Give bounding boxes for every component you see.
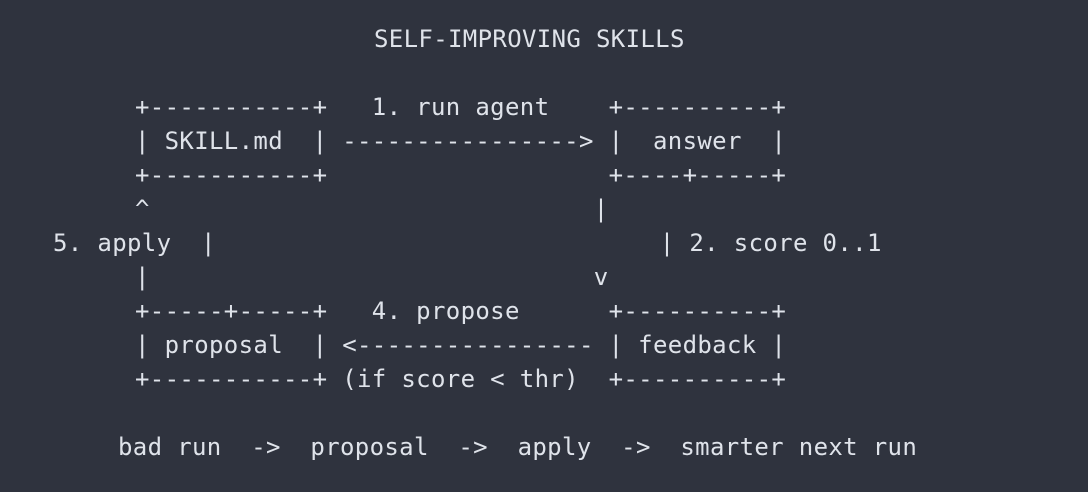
line-proposal-feedback: | proposal | <---------------- | feedbac… (135, 331, 787, 359)
diagram-title: SELF-IMPROVING SKILLS (374, 25, 685, 53)
line-box-bottom-1: +-----------+ +----+-----+ (135, 161, 787, 189)
line-box-bottom-2: +-----------+ (if score < thr) +--------… (135, 365, 787, 393)
ascii-diagram: SELF-IMPROVING SKILLS +-----------+ 1. r… (0, 0, 917, 461)
line-box-top-1: +-----------+ 1. run agent +----------+ (135, 93, 787, 121)
line-skill-answer: | SKILL.md | ----------------> | answer … (135, 127, 787, 155)
line-arrow-up: ^ | (135, 195, 609, 223)
summary-flow: bad run -> proposal -> apply -> smarter … (118, 433, 918, 461)
line-arrow-down: | v (135, 263, 609, 291)
line-apply-score: 5. apply | | 2. score 0..1 (53, 229, 882, 257)
line-box-top-2: +-----+-----+ 4. propose +----------+ (135, 297, 787, 325)
